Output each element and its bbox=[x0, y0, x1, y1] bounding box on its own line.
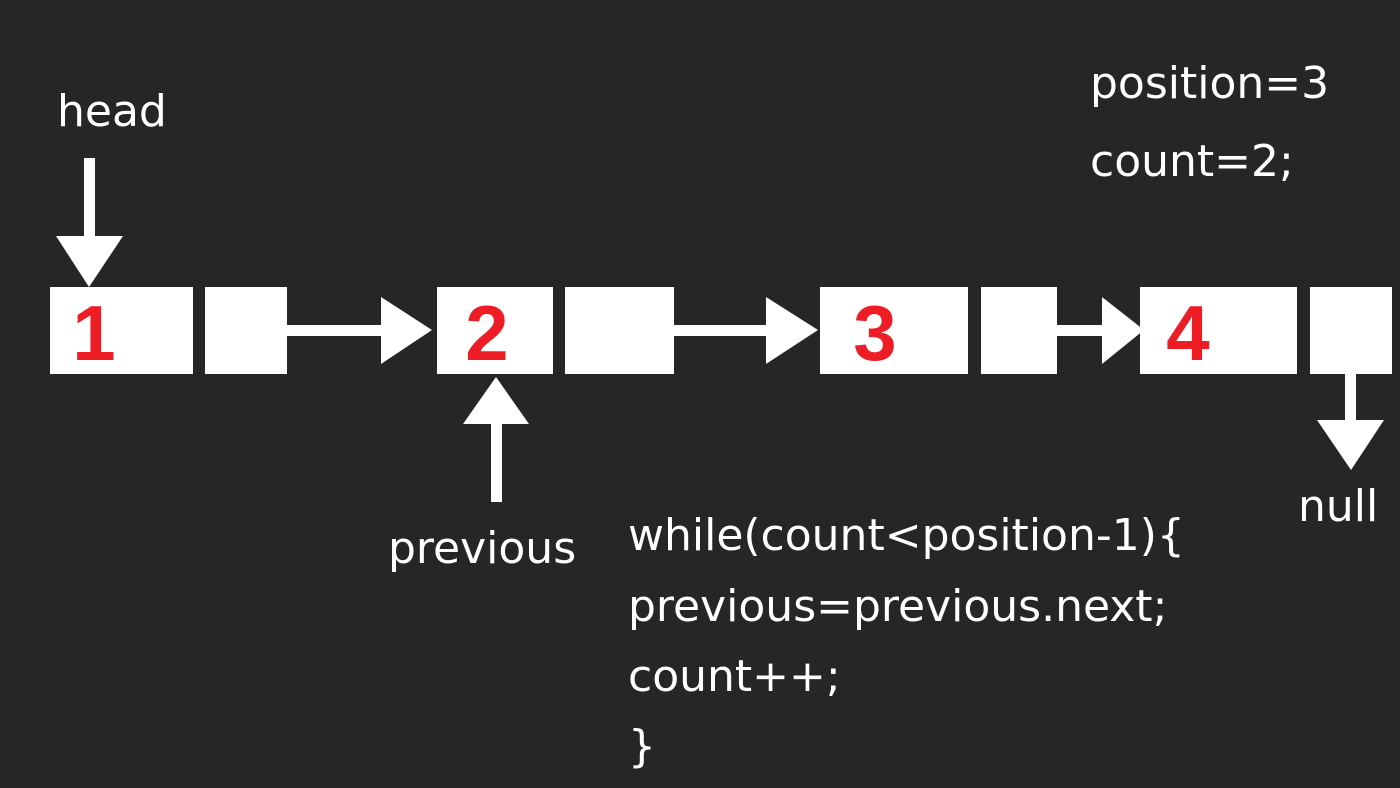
link-arrow-1-to-2 bbox=[287, 297, 432, 364]
null-arrow bbox=[1317, 374, 1384, 470]
code-line-3: count++; bbox=[628, 651, 841, 702]
link-arrow-2-to-3 bbox=[674, 297, 818, 364]
null-label: null bbox=[1298, 481, 1379, 532]
node-1-next-box bbox=[205, 287, 287, 374]
node-3-value: 3 bbox=[853, 289, 897, 377]
link-arrow-3-to-4 bbox=[1057, 297, 1144, 364]
node-3-next-box bbox=[981, 287, 1057, 374]
count-value: count=2; bbox=[1090, 136, 1294, 187]
node-1-data-box bbox=[50, 287, 193, 374]
previous-label: previous bbox=[388, 523, 577, 574]
position-value: position=3 bbox=[1090, 58, 1330, 109]
code-line-4: } bbox=[628, 721, 656, 772]
head-arrow bbox=[56, 158, 123, 287]
node-4-next-box bbox=[1310, 287, 1392, 374]
node-2-next-box bbox=[565, 287, 674, 374]
head-label: head bbox=[57, 86, 167, 137]
node-2-data-box bbox=[437, 287, 553, 374]
code-line-1: while(count<position-1){ bbox=[628, 510, 1185, 561]
node-4-data-box bbox=[1140, 287, 1297, 374]
previous-arrow bbox=[463, 377, 529, 502]
code-line-2: previous=previous.next; bbox=[628, 581, 1168, 632]
node-1-value: 1 bbox=[72, 289, 116, 377]
node-2-value: 2 bbox=[465, 289, 509, 377]
node-4-value: 4 bbox=[1166, 289, 1210, 377]
node-3-data-box bbox=[820, 287, 968, 374]
